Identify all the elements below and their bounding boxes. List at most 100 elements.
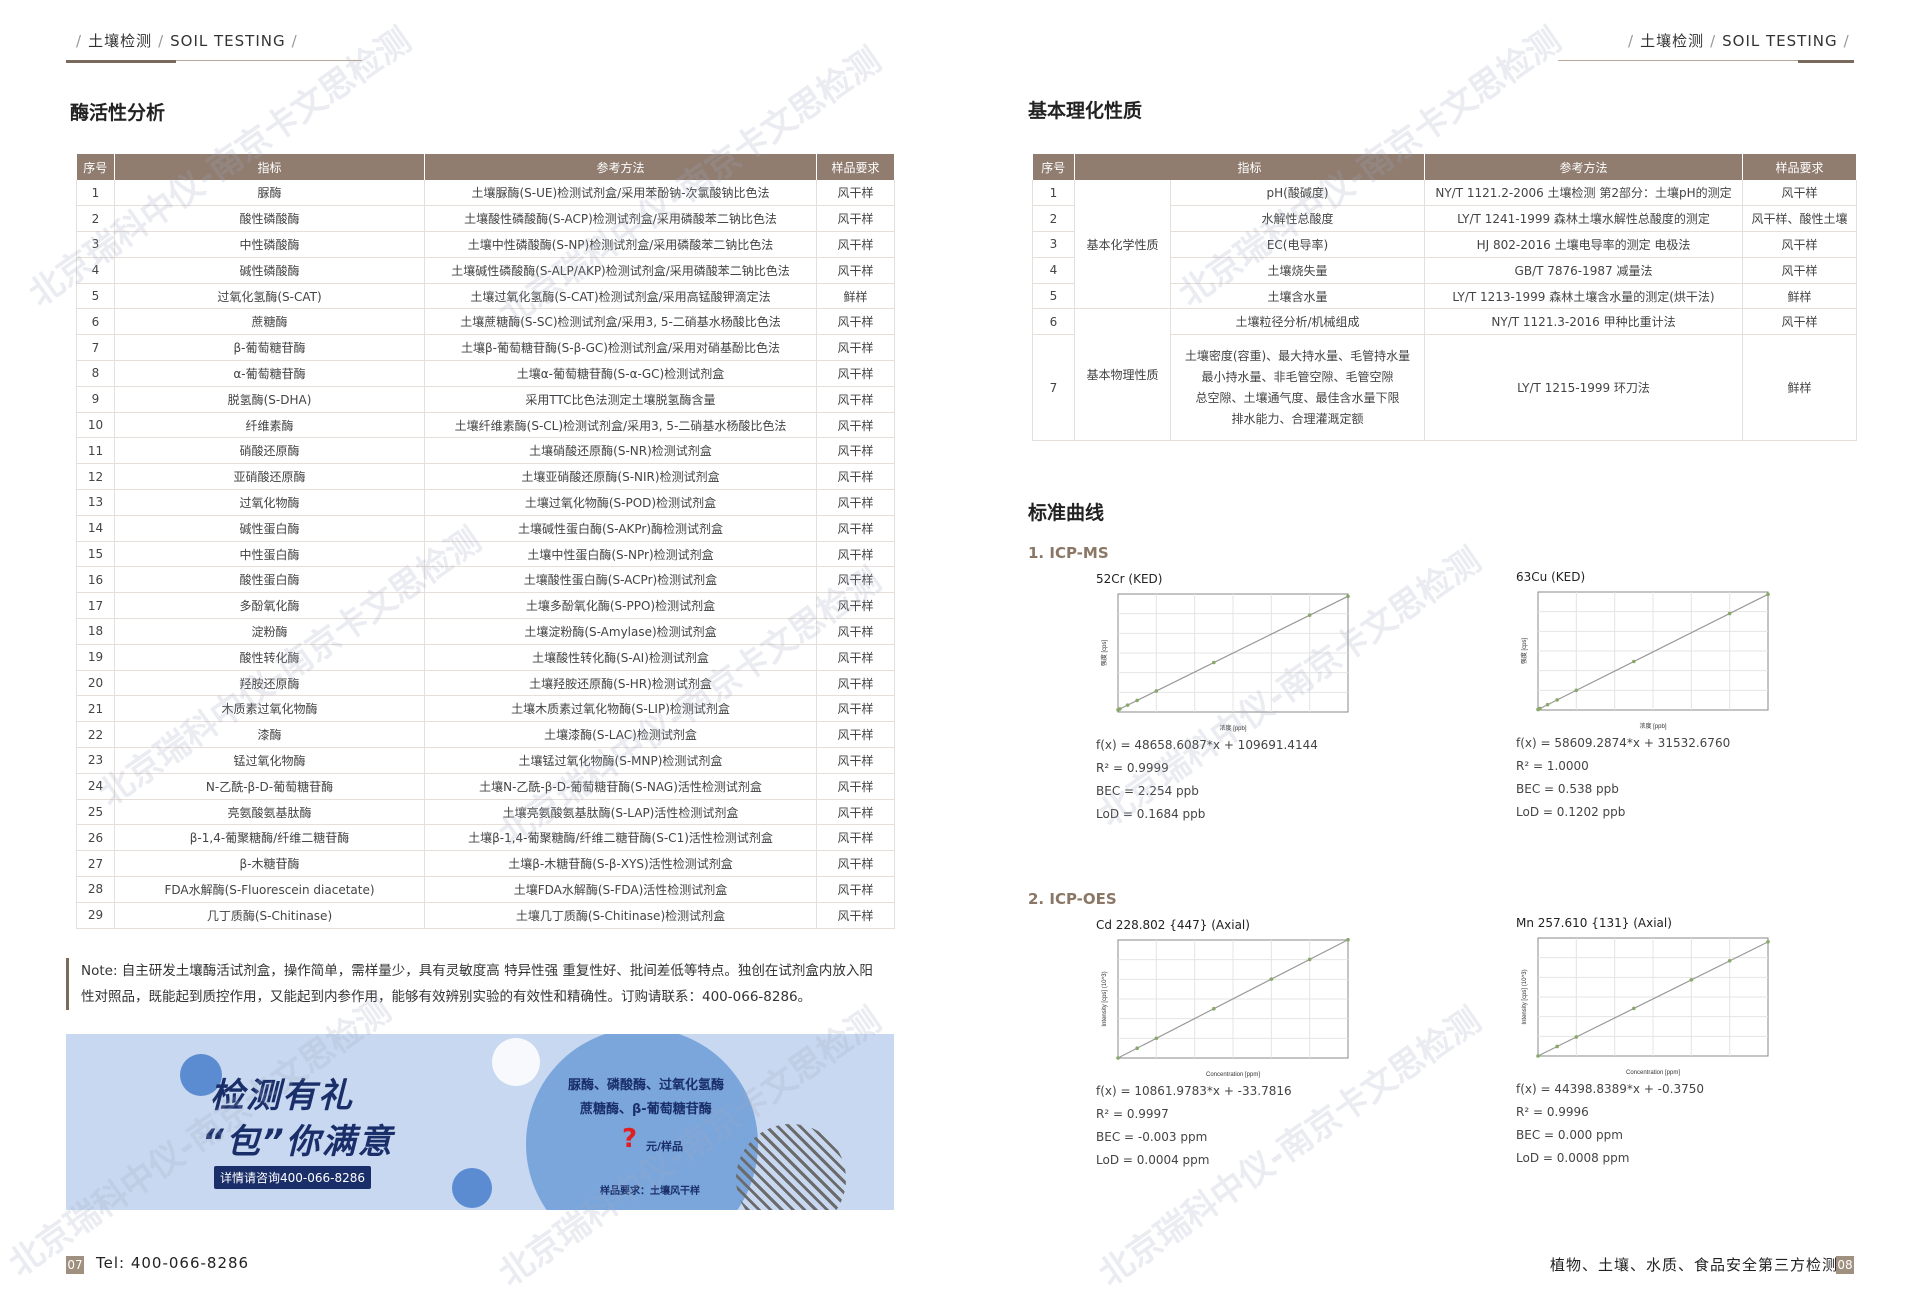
decor-circle	[180, 1054, 222, 1096]
promo-enzymes-1: 脲酶、磷酸酶、过氧化氢酶	[568, 1078, 725, 1093]
table-cell: N-乙酰-β-D-葡萄糖苷酶	[114, 773, 425, 800]
table-cell: 几丁质酶(S-Chitinase)	[114, 902, 425, 929]
table-cell: 3	[1032, 231, 1075, 258]
page-header-right: /土壤检测/SOIL TESTING/	[1628, 32, 1850, 50]
chart-r2: R² = 0.9999	[1096, 761, 1169, 775]
table-cell: 5	[1032, 283, 1075, 310]
table-cell: 风干样	[816, 566, 895, 594]
table-cell: 风干样	[816, 437, 895, 465]
table-cell: 14	[76, 515, 115, 542]
chart-equation: f(x) = 10861.9783*x + -33.7816	[1096, 1084, 1292, 1098]
data-point	[1632, 1006, 1636, 1011]
chart-svg: 浓度 [ppb]强度 [cps]	[1520, 591, 1770, 730]
table-cell: 土壤羟胺还原酶(S-HR)检测试剂盒	[424, 670, 817, 697]
y-axis-label: 强度 [cps]	[1100, 640, 1108, 667]
table-cell: 纤维素酶	[114, 412, 425, 439]
data-point	[1574, 1035, 1579, 1039]
table-cell: 1	[1032, 180, 1075, 207]
data-point	[1574, 688, 1579, 693]
table-cell: 21	[76, 695, 115, 723]
data-point	[1307, 613, 1312, 618]
chart-lod: LoD = 0.1684 ppb	[1096, 807, 1206, 821]
col-header: 序号	[1032, 154, 1075, 180]
table-cell: 风干样	[816, 180, 895, 207]
chart-equation: f(x) = 58609.2874*x + 31532.6760	[1516, 736, 1731, 750]
header-cn: 土壤检测	[88, 32, 153, 50]
data-point	[1555, 698, 1559, 702]
chart-bec: BEC = 2.254 ppb	[1096, 784, 1199, 798]
table-cell: 基本物理性质	[1074, 308, 1171, 442]
promo-subline: “包”你满意	[202, 1122, 394, 1162]
chart-lod: LoD = 0.1202 ppb	[1516, 805, 1626, 819]
chart-svg: Concentration [ppm]Intensity [cps] (10^3…	[1522, 937, 1770, 1076]
section-title: 基本理化性质	[1028, 100, 1143, 122]
table-cell: NY/T 1121.3-2016 甲种比重计法	[1424, 308, 1744, 336]
table-cell: β-木糖苷酶	[114, 850, 425, 878]
page-number: 08	[1836, 1256, 1854, 1274]
table-cell: 风干样	[816, 515, 895, 542]
table-cell: 过氧化物酶	[114, 489, 425, 516]
table-cell: 土壤蔗糖酶(S-SC)检测试剂盒/采用3, 5-二硝基水杨酸比色法	[424, 308, 817, 336]
chart-title: Mn 257.610 {131} (Axial)	[1516, 916, 1672, 930]
curves-title: 标准曲线	[1028, 502, 1105, 524]
data-point	[1116, 1056, 1120, 1060]
table-cell: 12	[76, 463, 115, 491]
col-header: 样品要求	[816, 154, 895, 180]
table-cell: 风干样	[816, 618, 895, 645]
table-cell: EC(电导率)	[1170, 231, 1426, 258]
price-unit: 元/样品	[646, 1140, 684, 1153]
data-point	[1536, 1054, 1540, 1058]
chart-bec: BEC = -0.003 ppm	[1096, 1130, 1208, 1144]
table-cell: 2	[76, 205, 115, 233]
table-cell: 风干样	[816, 876, 895, 903]
table-cell: 3	[76, 231, 115, 258]
table-cell: 17	[76, 592, 115, 620]
x-axis-label: 浓度 [ppb]	[1219, 724, 1246, 732]
table-cell: 11	[76, 437, 115, 465]
table-cell: NY/T 1121.2-2006 土壤检测 第2部分：土壤pH的测定	[1424, 180, 1744, 207]
header-cn: 土壤检测	[1640, 32, 1705, 50]
section-title: 酶活性分析	[70, 102, 166, 124]
table-cell: 土壤含水量	[1170, 283, 1426, 310]
table-cell: 风干样	[816, 334, 895, 362]
cell-line: 最小持水量、非毛管空隙、毛管空隙	[1201, 369, 1394, 384]
table-cell: 风干样	[816, 592, 895, 620]
promo-circle	[526, 1034, 758, 1210]
col-header: 参考方法	[424, 154, 817, 180]
table-cell: 过氧化氢酶(S-CAT)	[114, 283, 425, 310]
icpoes-title: 2. ICP-OES	[1028, 890, 1117, 908]
table-cell: 23	[76, 747, 115, 774]
data-point	[1766, 592, 1770, 597]
icpms-title: 1. ICP-MS	[1028, 544, 1109, 562]
promo-banner[interactable]: 检测有礼 “包”你满意 详情请咨询400-066-8286 脲酶、磷酸酶、过氧化…	[66, 1034, 894, 1210]
chart-mn: Mn 257.610 {131} (Axial) Concentration [p…	[1516, 916, 1778, 1170]
table-cell: 淀粉酶	[114, 618, 425, 645]
table-cell: 4	[1032, 257, 1075, 284]
table-cell: 基本化学性质	[1074, 180, 1171, 310]
table-cell: 土壤碱性蛋白酶(S-AKPr)酶检测试剂盒	[424, 515, 817, 542]
decor-circle	[452, 1168, 492, 1208]
table-cell: 土壤漆酶(S-LAC)检测试剂盒	[424, 721, 817, 749]
cell-line: 土壤密度(容重)、最大持水量、毛管持水量	[1184, 348, 1411, 363]
table-cell: β-1,4-葡聚糖酶/纤维二糖苷酶	[114, 824, 425, 852]
table-cell: pH(酸碱度)	[1170, 180, 1426, 207]
table-cell: 土壤硝酸还原酶(S-NR)检测试剂盒	[424, 437, 817, 465]
table-cell: 土壤几丁质酶(S-Chitinase)检测试剂盒	[424, 902, 817, 929]
table-cell: 风干样	[816, 412, 895, 439]
table-cell: 土壤中性磷酸酶(S-NP)检测试剂盒/采用磷酸苯二钠比色法	[424, 231, 817, 258]
table-cell: 土壤酸性蛋白酶(S-ACPr)检测试剂盒	[424, 566, 817, 594]
data-point	[1346, 594, 1350, 599]
table-cell: 风干样、酸性土壤	[1742, 205, 1858, 233]
table-cell: 风干样	[1742, 180, 1858, 207]
